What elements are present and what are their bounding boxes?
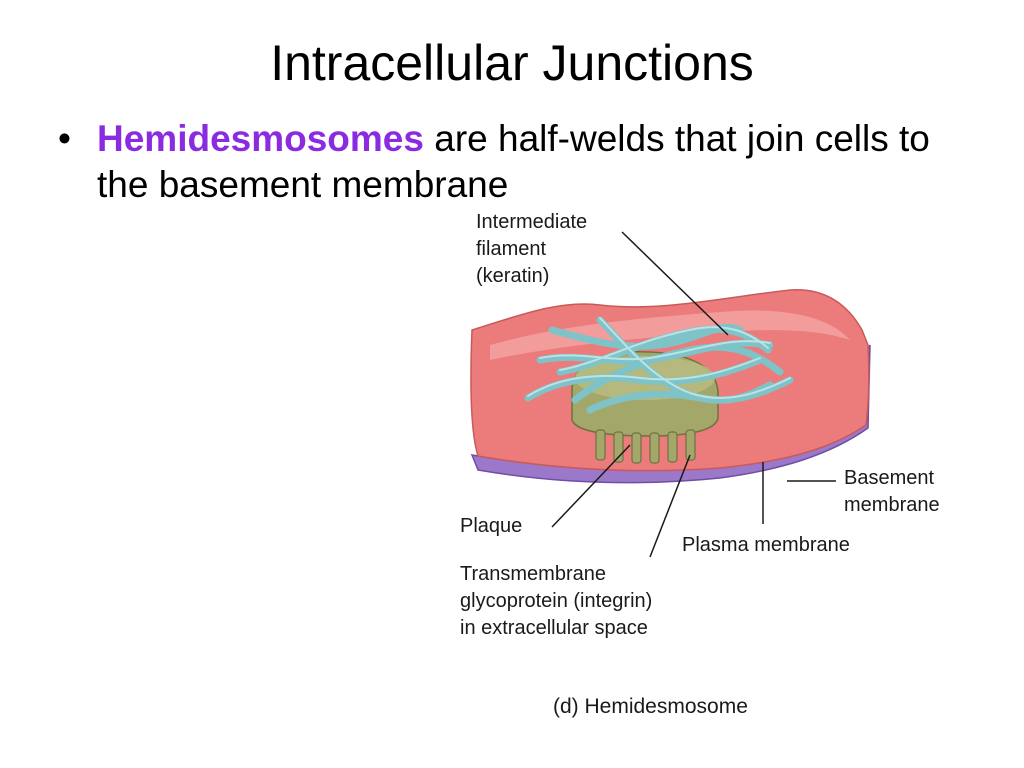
bullet-point: • Hemidesmosomes are half-welds that joi… [58,116,988,208]
bullet-text: Hemidesmosomes are half-welds that join … [97,116,988,208]
label-intermediate-2: filament [476,238,546,260]
bullet-marker: • [58,118,71,159]
slide-title: Intracellular Junctions [270,35,754,91]
label-intermediate-3: (keratin) [476,265,549,287]
label-plasma-membrane: Plasma membrane [682,534,850,556]
highlighted-term: Hemidesmosomes [97,118,424,159]
keratin-filaments-highlight [527,317,791,399]
leader-lines [551,231,836,558]
figure-caption: (d) Hemidesmosome [553,695,748,718]
label-basement-2: membrane [844,494,940,516]
label-basement-1: Basement [844,467,934,489]
bullet-description: are half-welds that join cells to the ba… [97,118,930,205]
label-transmembrane-3: in extracellular space [460,617,648,639]
label-transmembrane-2: glycoprotein (integrin) [460,590,652,612]
label-transmembrane-1: Transmembrane [460,563,606,585]
label-intermediate-1: Intermediate [476,211,587,233]
label-plaque: Plaque [460,515,522,537]
